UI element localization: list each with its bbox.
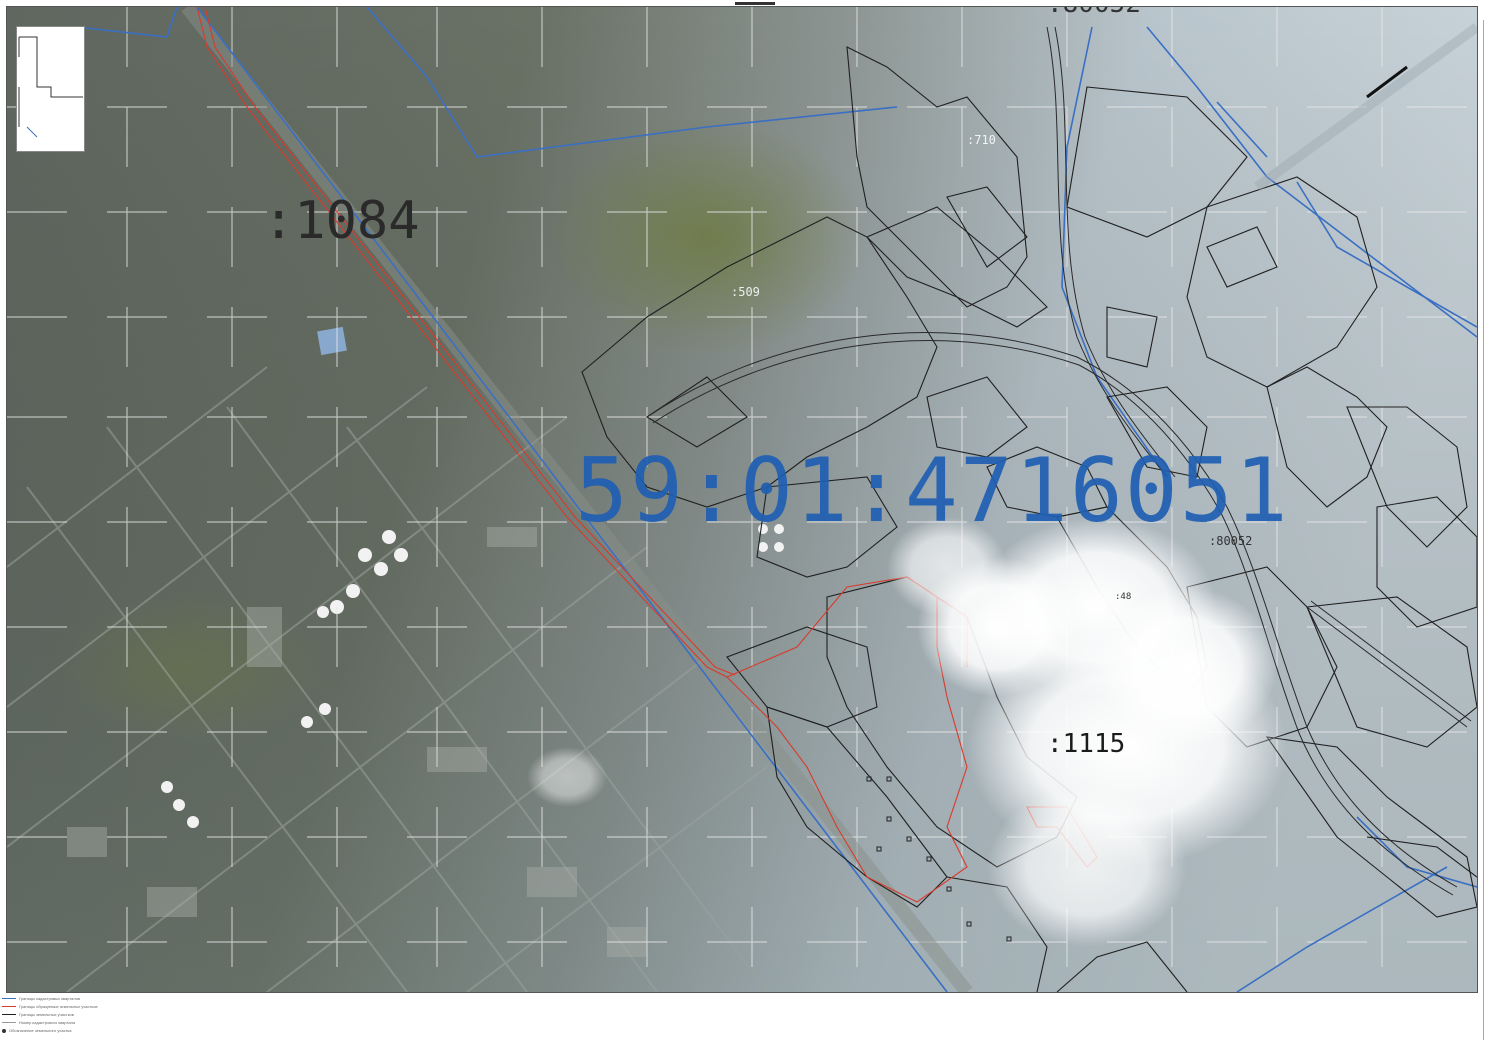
parcel-label-80052: :80052 bbox=[1209, 534, 1253, 548]
top-partial-label: :80052 bbox=[1047, 7, 1141, 19]
legend: Границы кадастровых кварталов Границы об… bbox=[0, 993, 170, 1045]
inset-outline-icon bbox=[18, 36, 83, 138]
legend-line-blue-icon bbox=[2, 998, 16, 999]
page-edge bbox=[1483, 20, 1484, 1040]
point-markers bbox=[866, 776, 1012, 942]
railway bbox=[646, 26, 1472, 896]
clouds bbox=[527, 517, 1287, 947]
legend-line-red-icon bbox=[2, 1006, 16, 1007]
parcel-label-710: :710 bbox=[967, 133, 996, 147]
block-boundaries bbox=[76, 7, 1477, 992]
legend-line-grey-icon bbox=[2, 1022, 16, 1023]
inset-map bbox=[16, 26, 85, 152]
urban-area bbox=[7, 366, 768, 992]
legend-line-black-icon bbox=[2, 1014, 16, 1015]
legend-item: Границы земельных участков bbox=[2, 1011, 74, 1018]
legend-item: Границы кадастровых кварталов bbox=[2, 995, 80, 1002]
legend-point-icon bbox=[2, 1028, 6, 1033]
legend-item: Границы образуемых земельных участков bbox=[2, 1003, 98, 1010]
legend-item: Номер кадастрового квартала bbox=[2, 1019, 75, 1026]
map-frame: :1084 :1115 :710 :509 :48 :80052 :80052 … bbox=[6, 6, 1478, 993]
coordinate-grid bbox=[7, 7, 1477, 992]
legend-item: Обозначение земельного участка bbox=[2, 1027, 71, 1034]
aerial-map bbox=[7, 7, 1477, 992]
cadastral-block-label: 59:01:4716051 bbox=[575, 439, 1290, 542]
parcel-label-1084: :1084 bbox=[263, 191, 420, 251]
top-mark bbox=[735, 2, 775, 5]
parcel-label-48: :48 bbox=[1115, 592, 1132, 602]
parcel-label-509: :509 bbox=[731, 285, 760, 299]
parcel-label-1115: :1115 bbox=[1047, 729, 1126, 759]
